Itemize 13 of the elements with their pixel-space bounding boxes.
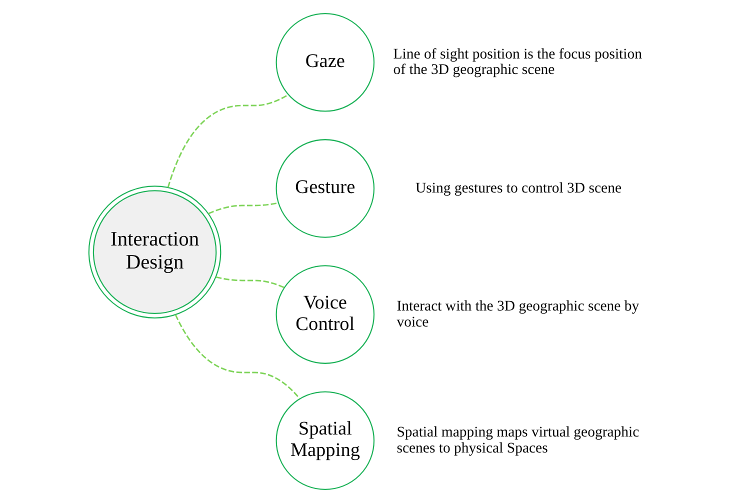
node-circle: Gesture: [275, 138, 374, 238]
connector: [166, 94, 288, 188]
node-label: Line of sight position is the focus position of the 3D geographic scene: [392, 46, 642, 78]
connector: [215, 276, 284, 288]
node-label: Interact with the 3D geographic scene by voice: [396, 298, 639, 330]
connector: [174, 314, 300, 399]
node-label: Using gestures to control 3D scene: [414, 180, 622, 196]
node-circle: Interaction Design: [88, 185, 221, 318]
node-circle: Voice Control: [275, 264, 374, 364]
connector: [208, 202, 278, 214]
node-circle: Gaze: [275, 12, 374, 112]
node-label: Spatial mapping maps virtual geographic scenes to physical Spaces: [396, 424, 639, 456]
node-circle: Spatial Mapping: [275, 390, 374, 490]
